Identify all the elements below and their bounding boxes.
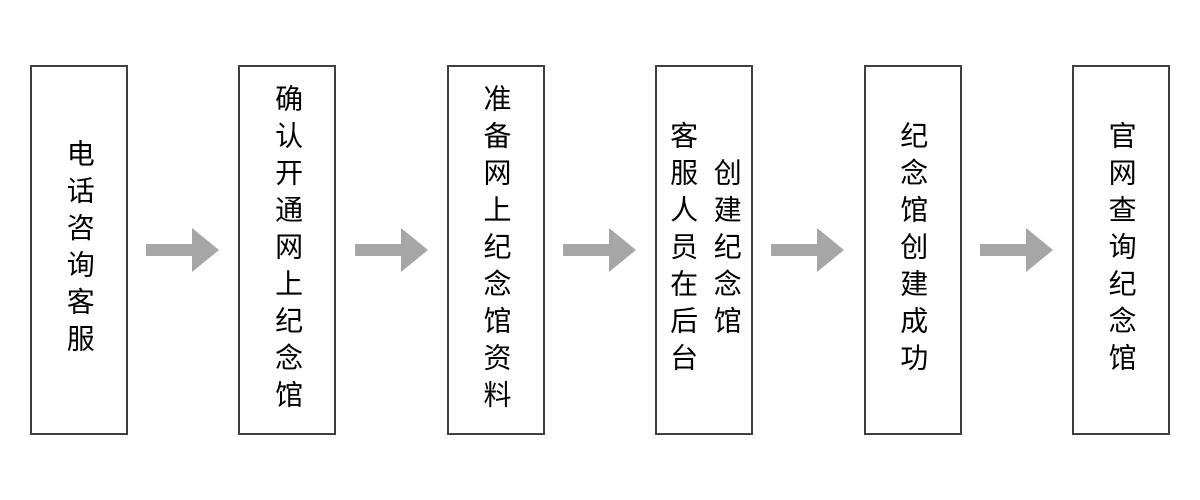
flow-step-confirm-open: 确认开通网上纪念馆: [238, 65, 337, 435]
right-arrow-icon: [771, 228, 845, 272]
flow-step-official-site-query: 官网查询纪念馆: [1071, 65, 1170, 435]
two-column-text: 客服人员在后台 创建纪念馆: [666, 67, 743, 433]
right-arrow-icon: [146, 228, 220, 272]
flow-step-phone-consult: 电话咨询客服: [30, 65, 128, 435]
right-arrow-icon: [562, 228, 636, 272]
right-arrow-icon: [979, 228, 1053, 272]
flow-step-label: 纪念馆创建成功: [897, 120, 929, 380]
flow-step-create-success: 纪念馆创建成功: [863, 65, 962, 435]
flow-step-label: 确认开通网上纪念馆: [272, 83, 304, 417]
flow-step-label-line2: 创建纪念馆: [710, 157, 742, 343]
flow-step-label: 官网查询纪念馆: [1105, 120, 1137, 380]
flow-step-label-line1: 客服人员在后台: [667, 120, 699, 380]
flow-step-label: 电话咨询客服: [63, 139, 95, 361]
flow-step-prepare-materials: 准备网上纪念馆资料: [446, 65, 545, 435]
flow-step-backend-create: 客服人员在后台 创建纪念馆: [655, 65, 754, 435]
flow-step-label: 准备网上纪念馆资料: [480, 83, 512, 417]
right-arrow-icon: [354, 228, 428, 272]
